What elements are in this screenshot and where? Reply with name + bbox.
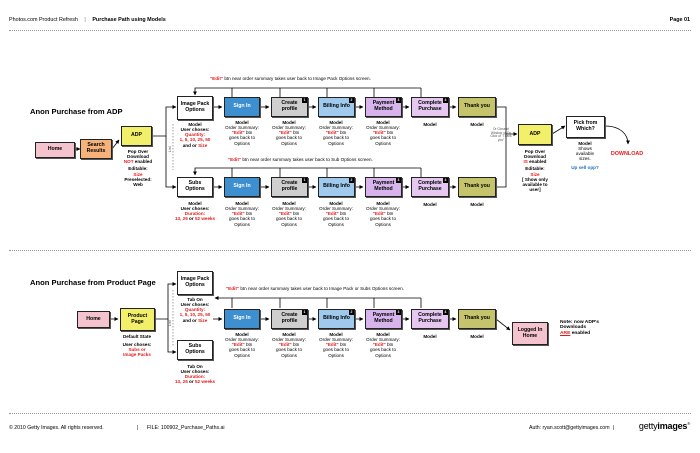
arrow-search-adp [111,139,120,150]
sign-in-label: Model Order Summary: "Edit" btn goes bac… [225,120,259,146]
sign-in-box-pp[interactable]: Sign In [224,309,260,329]
page-number: Page 01 [669,17,690,23]
complete-purchase-label-subs: Model [423,202,437,207]
sign-in-label-subs: Model Order Summary: "Edit" btn goes bac… [225,201,259,227]
section-title-product-page: Anon Purchase from Product Page [30,278,156,287]
footer-sep-2: | [613,425,615,431]
pick-from-which-box[interactable]: Pick from Which? [566,116,605,138]
complete-purchase-label-pp: Model [423,334,437,339]
billing-info-label-subs: Model Order Summary: "Edit" btn goes bac… [319,201,353,227]
thank-you-label-subs: Model [470,202,484,207]
image-pack-pp-label: Tab On User choses: Quantity: 1, 5, 10, … [179,297,211,323]
image-pack-options-box[interactable]: Image Pack Options [177,96,213,120]
footer-author: Auth: ryan.scott@gettyimages.com [529,425,610,431]
subs-options-box[interactable]: Subs Options [177,177,213,197]
list-label-pp: List [168,320,172,326]
getty-images-logo: gettyimages® [638,421,690,431]
adp-popover-label: Pop Over Download NOT enabled Editable: … [123,149,153,187]
footer-file: FILE: 100902_Purchase_Paths.ai [147,425,225,431]
image-pack-options-box-pp[interactable]: Image Pack Options [177,271,213,295]
arrow-adp-imagepack [152,105,177,137]
subs-options-box-pp[interactable]: Subs Options [177,340,213,360]
home-box-pp[interactable]: Home [77,311,110,328]
thank-you-box-subs[interactable]: Thank you [458,177,496,197]
billing-info-label-pp: Model Order Summary: "Edit" btn goes bac… [319,332,353,358]
home-box[interactable]: Home [35,142,75,158]
image-pack-label: Model User choses: Quantity: 1, 5, 10, 2… [179,122,211,148]
logged-in-home-box[interactable]: Logged In Home [512,322,548,345]
header-separator: | [84,17,86,23]
product-name: Photos.com Product Refresh [9,17,78,23]
subs-options-label: Model User choses: Duration: 13, 26 or 5… [175,201,216,222]
or-close-note: Or Close of Window or On Click of "Thank… [490,127,512,142]
thank-you-label: Model [470,122,484,127]
payment-method-label-subs: Model Order Summary: "Edit" btn goes bac… [366,201,400,227]
sign-in-label-pp: Model Order Summary: "Edit" btn goes bac… [225,332,259,358]
subs-options-pp-label: Tab On User choses: Duration: 13, 26 or … [175,364,216,385]
footer-sep-1: | [137,425,139,431]
section-divider [9,250,691,251]
search-results-box[interactable]: Search Results [80,139,112,159]
thank-you-box[interactable]: Thank you [458,97,496,117]
sign-in-box-subs[interactable]: Sign In [224,177,260,197]
complete-purchase-label: Model [423,122,437,127]
create-profile-label: Model Order Summary: "Edit" btn goes bac… [272,120,306,146]
note-edit-subs: "Edit" btn near order summary takes user… [228,157,373,162]
footer-copyright: © 2010 Getty Images. All rights reserved… [9,425,104,431]
list-label: List [168,146,172,152]
adp-after-label: Pop Over Download IS enabled Editable: S… [522,149,548,192]
download-label[interactable]: DOWNLOAD [610,151,644,157]
document-header: Photos.com Product Refresh | Purchase Pa… [9,17,166,23]
arrow-adp-subs [165,136,177,189]
payment-method-label: Model Order Summary: "Edit" btn goes bac… [366,120,400,146]
sign-in-box[interactable]: Sign In [224,97,260,117]
downloads-enabled-note: Note: now ADP's Downloads ARE enabled [560,320,600,336]
thank-you-box-pp[interactable]: Thank you [458,309,496,329]
create-profile-label-subs: Model Order Summary: "Edit" btn goes bac… [272,201,306,227]
thank-you-label-pp: Model [470,334,484,339]
pick-from-which-label: Model Shows available sizes. Up sell opp… [571,141,599,170]
note-edit-both: "Edit" btn near order summary takes user… [226,286,404,291]
billing-info-label: Model Order Summary: "Edit" btn goes bac… [319,120,353,146]
note-edit-image-pack: "Edit" btn near order summary takes user… [210,76,371,81]
header-rule [9,30,691,31]
footer-rule [9,413,691,414]
adp-box-after[interactable]: ADP [518,124,552,145]
create-profile-label-pp: Model Order Summary: "Edit" btn goes bac… [272,332,306,358]
product-page-box[interactable]: Product Page [120,308,155,331]
document-title: Purchase Path using Models [92,17,166,23]
product-page-label: Default State User choses: Subs or Image… [122,334,152,358]
adp-box[interactable]: ADP [121,126,152,146]
section-title-adp: Anon Purchase from ADP [30,107,123,116]
payment-method-label-pp: Model Order Summary: "Edit" btn goes bac… [366,332,400,358]
